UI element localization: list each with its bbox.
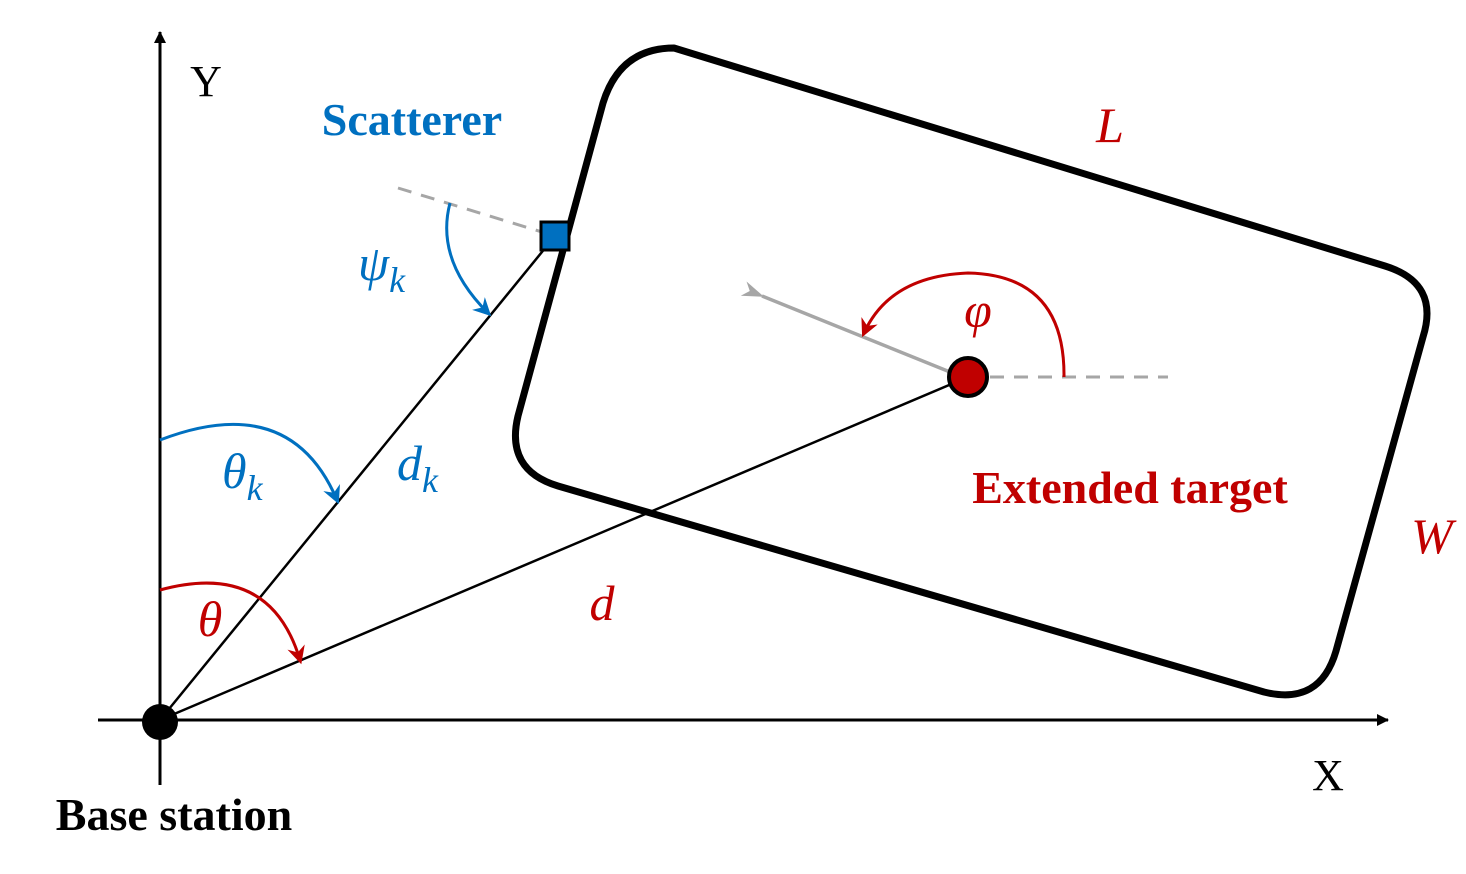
- scatterer-distance-symbol: d: [397, 435, 423, 491]
- angle-theta-k-subscript: k: [247, 468, 264, 508]
- angle-theta-k-symbol: θ: [222, 443, 247, 499]
- heading-arrow: [740, 281, 951, 374]
- scatterer-distance-subscript: k: [422, 460, 439, 500]
- scatterer-point: [539, 220, 571, 252]
- angle-theta-label: θ: [198, 591, 223, 647]
- angle-phi-label: φ: [964, 282, 992, 338]
- angle-psi-k-symbol: ψ: [358, 235, 390, 291]
- distance-line-d: [159, 375, 969, 722]
- psi-k-arc: [445, 202, 492, 317]
- angle-psi-k-label: ψk: [358, 235, 406, 300]
- theta-arc: [159, 581, 305, 665]
- extended-target-outline: [511, 44, 1431, 699]
- width-label: W: [1411, 508, 1457, 564]
- x-axis-label: X: [1312, 751, 1344, 800]
- phi-arc: [861, 271, 1066, 378]
- angle-theta-k-label: θk: [222, 443, 264, 508]
- distance-line-dk: [159, 235, 556, 721]
- angle-psi-k-subscript: k: [389, 260, 406, 300]
- length-label: L: [1095, 97, 1124, 153]
- theta-k-arc: [159, 422, 340, 505]
- scatterer-distance-label: dk: [397, 435, 439, 500]
- target-center-point: [947, 356, 989, 398]
- distance-label: d: [590, 575, 616, 631]
- scatterer-reference-dashed-line: [397, 186, 556, 238]
- scatterer-label: Scatterer: [322, 94, 502, 145]
- base-station-point: [142, 704, 178, 740]
- base-station-label: Base station: [56, 789, 292, 840]
- y-axis-label: Y: [190, 57, 222, 106]
- extended-target-label: Extended target: [972, 462, 1288, 513]
